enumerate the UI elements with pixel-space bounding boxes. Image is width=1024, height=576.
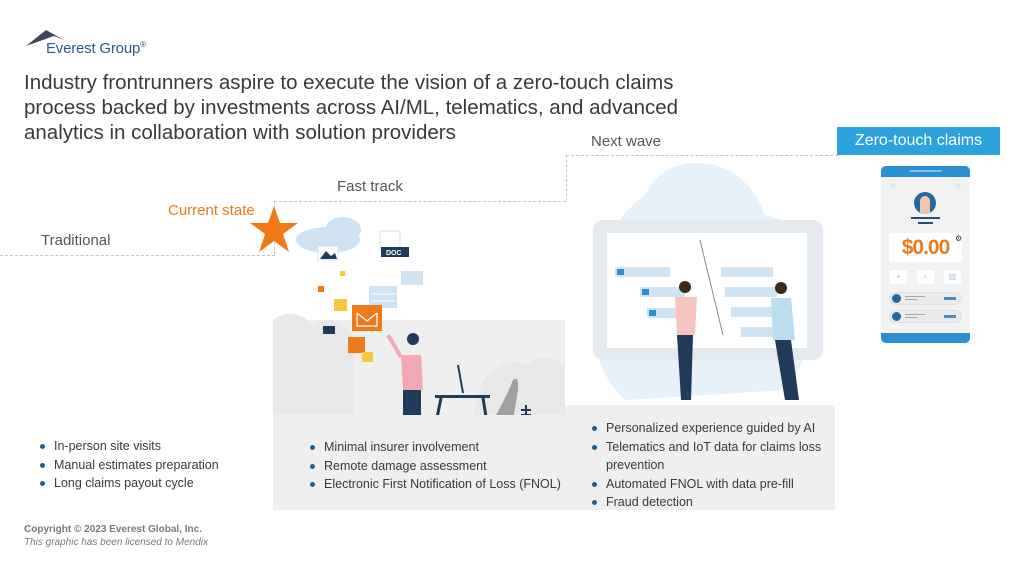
chat-icon [401, 271, 423, 285]
person-shirt [771, 298, 795, 340]
doc-badge [381, 247, 409, 257]
traditional-bullets: In-person site visits Manual estimates p… [36, 437, 266, 493]
document-icon [379, 230, 401, 250]
bullet-item: Telematics and IoT data for claims loss … [588, 438, 838, 475]
traditional-baseline [0, 255, 275, 256]
phone-bottom-bar [881, 333, 970, 343]
chart-icon [334, 299, 347, 311]
table-icon [369, 286, 397, 308]
cloud-shape [273, 313, 353, 415]
phone-status-bar [881, 166, 970, 177]
svg-text:DOC: DOC [386, 250, 402, 257]
claim-amount-card: $0.00 [889, 233, 962, 262]
bar-chart-icon: ▥ [944, 270, 961, 284]
person-shirt [401, 355, 423, 390]
logo-text: Everest Group® [46, 40, 146, 57]
bullet-item: In-person site visits [36, 437, 266, 456]
plant [521, 405, 531, 415]
gear-icon: ⚙ [955, 234, 963, 243]
transaction-row [889, 292, 962, 305]
current-state-star-icon [250, 206, 298, 252]
bullet-item: Long claims payout cycle [36, 474, 266, 493]
bar-chart-icon [348, 337, 365, 353]
license-text: This graphic has been licensed to Mendix [24, 537, 208, 548]
claim-amount: $0.00 [901, 236, 951, 259]
person-head [775, 282, 787, 294]
stage-fast-track: Fast track [337, 178, 403, 195]
person-shirt [675, 297, 697, 335]
stage-current-state: Current state [168, 202, 255, 219]
mountain-icon [26, 30, 64, 46]
bullet-item: Electronic First Notification of Loss (F… [306, 475, 576, 494]
bullet-item: Personalized experience guided by AI [588, 419, 838, 438]
next-wave-panel [565, 405, 835, 510]
bullet-item: Fraud detection [588, 493, 838, 512]
fast-track-illustration: DOC [273, 217, 565, 415]
video-camera-icon [323, 326, 335, 334]
next-wave-baseline [566, 155, 838, 156]
next-wave-illustration [593, 163, 823, 400]
stage-traditional: Traditional [41, 232, 111, 249]
bullet-item: Automated FNOL with data pre-fill [588, 475, 838, 494]
person-head [407, 333, 419, 345]
plus-icon: + [890, 270, 907, 284]
person-trousers [677, 335, 693, 400]
search-icon: ⌕ [917, 270, 934, 284]
person-head [679, 281, 691, 293]
slide-title: Industry frontrunners aspire to execute … [24, 71, 679, 144]
stage-next-wave: Next wave [591, 133, 662, 150]
cloud-shape [473, 357, 565, 415]
bullet-item: Manual estimates preparation [36, 456, 266, 475]
bullet-item: Remote damage assessment [306, 457, 576, 476]
copyright-text: Copyright © 2023 Everest Global, Inc. [24, 524, 202, 535]
bullet-item: Minimal insurer involvement [306, 438, 576, 457]
fast-track-baseline [274, 201, 566, 202]
transaction-row [889, 310, 962, 323]
everest-group-logo: Everest Group® [24, 28, 154, 62]
avatar-icon [914, 192, 936, 214]
fast-track-bullets: Minimal insurer involvement Remote damag… [306, 438, 576, 494]
mobile-phone-illustration: $0.00 ⚙ + ⌕ ▥ [881, 166, 970, 343]
next-wave-bullets: Personalized experience guided by AI Tel… [588, 419, 838, 512]
stage-zero-touch-claims: Zero-touch claims [837, 127, 1000, 155]
person-trousers [775, 340, 799, 400]
person-trousers [403, 390, 421, 415]
chair [495, 378, 519, 415]
step-riser [566, 155, 567, 201]
desk [435, 395, 490, 398]
